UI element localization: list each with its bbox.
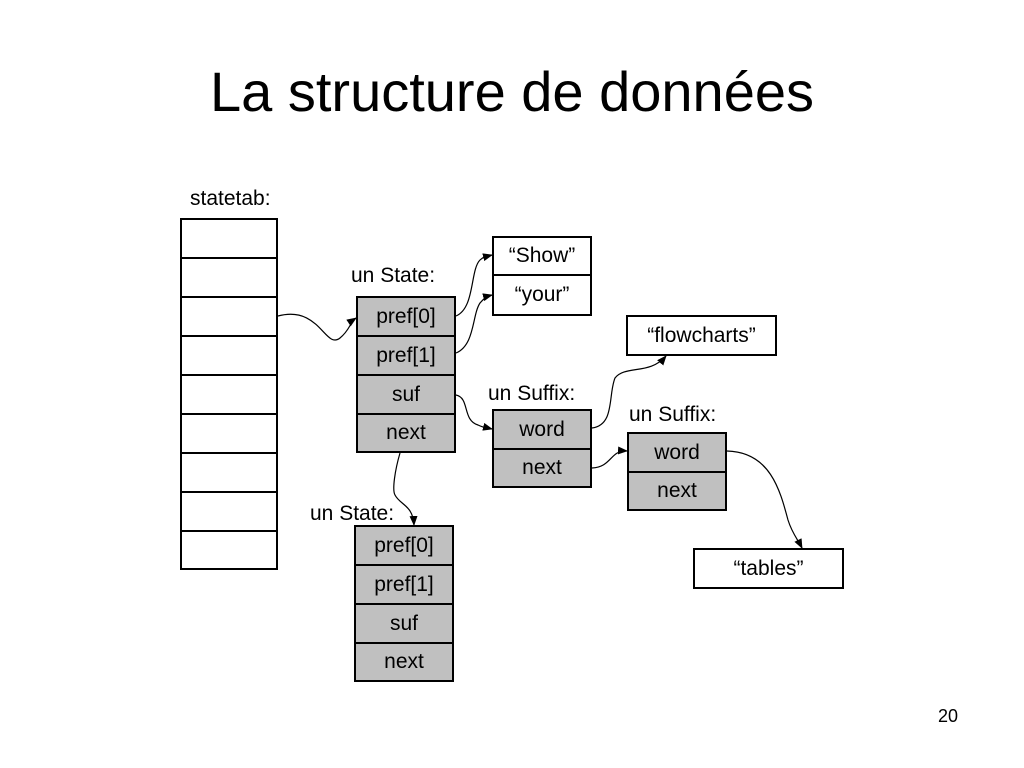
state1-next: next	[356, 413, 456, 453]
state1-pref1: pref[1]	[356, 335, 456, 376]
state2-label: un State:	[310, 502, 395, 525]
statetab-cell	[180, 374, 278, 415]
word-flowcharts: “flowcharts”	[626, 315, 777, 356]
arrow-word-to-flowcharts	[591, 355, 667, 429]
state2-suf: suf	[354, 603, 454, 644]
suffix1-label: un Suffix:	[488, 382, 576, 405]
arrow-word-to-tables	[726, 450, 803, 549]
statetab-cell	[180, 452, 278, 493]
suffix1-word: word	[492, 409, 592, 450]
suffix2-label: un Suffix:	[629, 403, 717, 426]
arrow-suffix-next-to-suffix	[591, 446, 628, 469]
state2-next: next	[354, 642, 454, 682]
word-show: “Show”	[492, 236, 592, 276]
arrow-statetab-to-state	[277, 313, 357, 341]
statetab-label: statetab:	[190, 187, 271, 210]
statetab-cell	[180, 530, 278, 570]
arrow-next-to-state	[393, 452, 418, 526]
state2-pref0: pref[0]	[354, 525, 454, 566]
arrow-suf-to-suffix	[455, 394, 493, 431]
suffix2-next: next	[627, 471, 727, 511]
slide-number: 20	[938, 706, 959, 726]
arrow-pref0-to-show	[455, 253, 493, 317]
statetab-cell	[180, 296, 278, 337]
state2-pref1: pref[1]	[354, 564, 454, 605]
word-tables: “tables”	[693, 548, 844, 589]
slide-title: La structure de données	[210, 60, 814, 123]
suffix1-next: next	[492, 448, 592, 488]
arrow-pref1-to-your	[455, 293, 493, 354]
suffix2-word: word	[627, 432, 727, 473]
state1-label: un State:	[351, 264, 436, 287]
state1-pref0: pref[0]	[356, 296, 456, 337]
word-your: “your”	[492, 274, 592, 316]
